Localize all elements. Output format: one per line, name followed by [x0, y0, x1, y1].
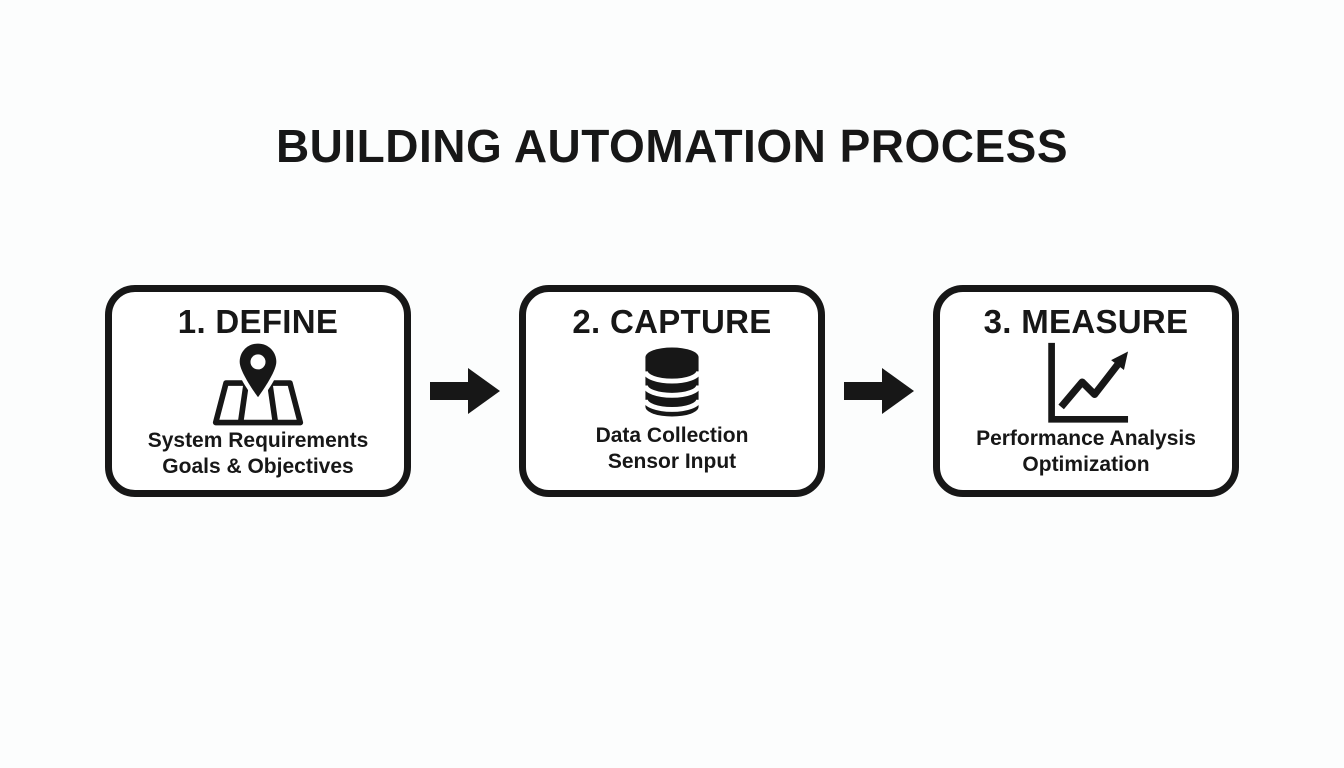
step-description: System Requirements Goals & Objectives — [148, 428, 369, 480]
diagram-title: BUILDING AUTOMATION PROCESS — [275, 120, 1069, 172]
step-line: Goals & Objectives — [162, 455, 354, 478]
arrow-right-icon — [844, 363, 914, 419]
process-flow: 1. DEFINE System Requirements Goals & Ob… — [0, 285, 1344, 497]
line-chart-icon — [1040, 340, 1132, 426]
step-description: Performance Analysis Optimization — [976, 426, 1196, 478]
step-line: System Requirements — [147, 429, 369, 452]
step-define: 1. DEFINE System Requirements Goals & Ob… — [105, 285, 411, 497]
step-heading: 2. CAPTURE — [572, 303, 772, 340]
step-line: Performance Analysis — [976, 427, 1196, 450]
database-icon — [641, 340, 703, 423]
map-pin-icon — [211, 340, 305, 428]
step-heading: 1. DEFINE — [177, 303, 339, 340]
step-line: Data Collection — [595, 424, 749, 447]
step-heading: 3. MEASURE — [983, 303, 1189, 340]
step-capture: 2. CAPTURE Data Collection Sensor Input — [519, 285, 825, 497]
step-line: Optimization — [1022, 453, 1150, 476]
step-description: Data Collection Sensor Input — [596, 423, 749, 475]
step-line: Sensor Input — [607, 450, 737, 473]
arrow-right-icon — [430, 363, 500, 419]
step-measure: 3. MEASURE Performance Analysis Optimiza… — [933, 285, 1239, 497]
